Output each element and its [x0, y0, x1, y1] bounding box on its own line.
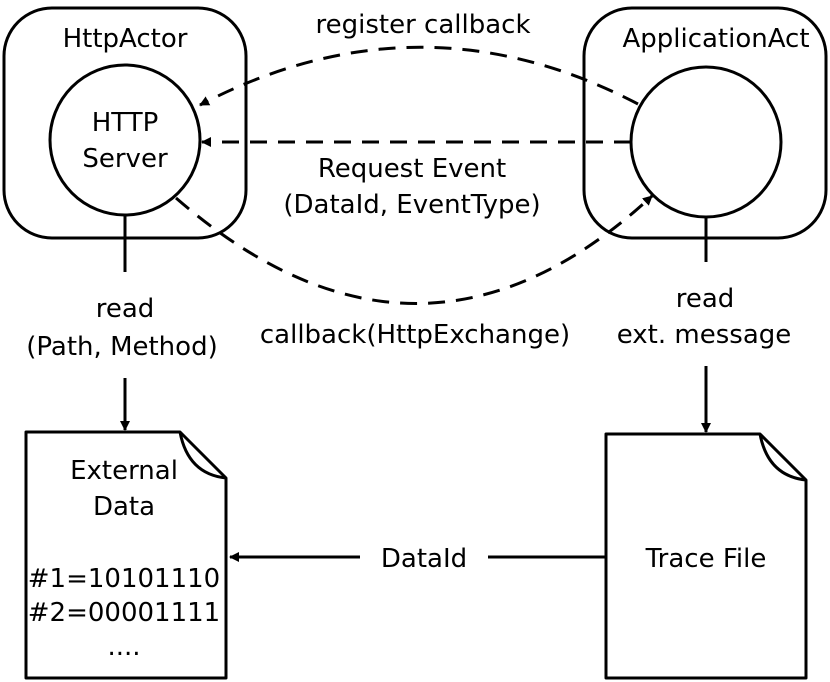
external-data-file — [24, 430, 228, 680]
callback-edge — [175, 194, 654, 305]
callback-label: callback(HttpExchange) — [259, 320, 571, 350]
application-circle — [629, 65, 783, 219]
external-data-line-1: #1=10101110 — [27, 564, 221, 594]
data-id-label: DataId — [380, 544, 468, 574]
read-left-label-2: (Path, Method) — [26, 332, 218, 362]
request-event-label-1: Request Event — [317, 154, 507, 184]
read-left-label-1: read — [95, 294, 155, 324]
external-data-file-fold — [178, 431, 227, 480]
register-callback-label: register callback — [315, 10, 531, 40]
external-data-title-2: Data — [92, 492, 156, 522]
http-server-circle — [48, 63, 202, 217]
read-right-label-2: ext. message — [616, 320, 792, 350]
application-actor-title: ApplicationAct — [622, 24, 810, 54]
http-server-label-2: Server — [82, 144, 168, 174]
http-actor-title: HttpActor — [62, 24, 188, 54]
trace-file — [604, 432, 808, 680]
http-server-label-1: HTTP — [91, 108, 159, 138]
external-data-line-3: .... — [107, 632, 141, 662]
request-event-label-2: (DataId, EventType) — [283, 190, 541, 220]
external-data-line-2: #2=00001111 — [27, 598, 221, 628]
read-right-label-1: read — [675, 284, 735, 314]
trace-file-fold — [758, 433, 807, 482]
trace-file-title: Trace File — [645, 544, 767, 574]
external-data-title-1: External — [70, 456, 178, 486]
register-callback-edge — [199, 45, 639, 107]
